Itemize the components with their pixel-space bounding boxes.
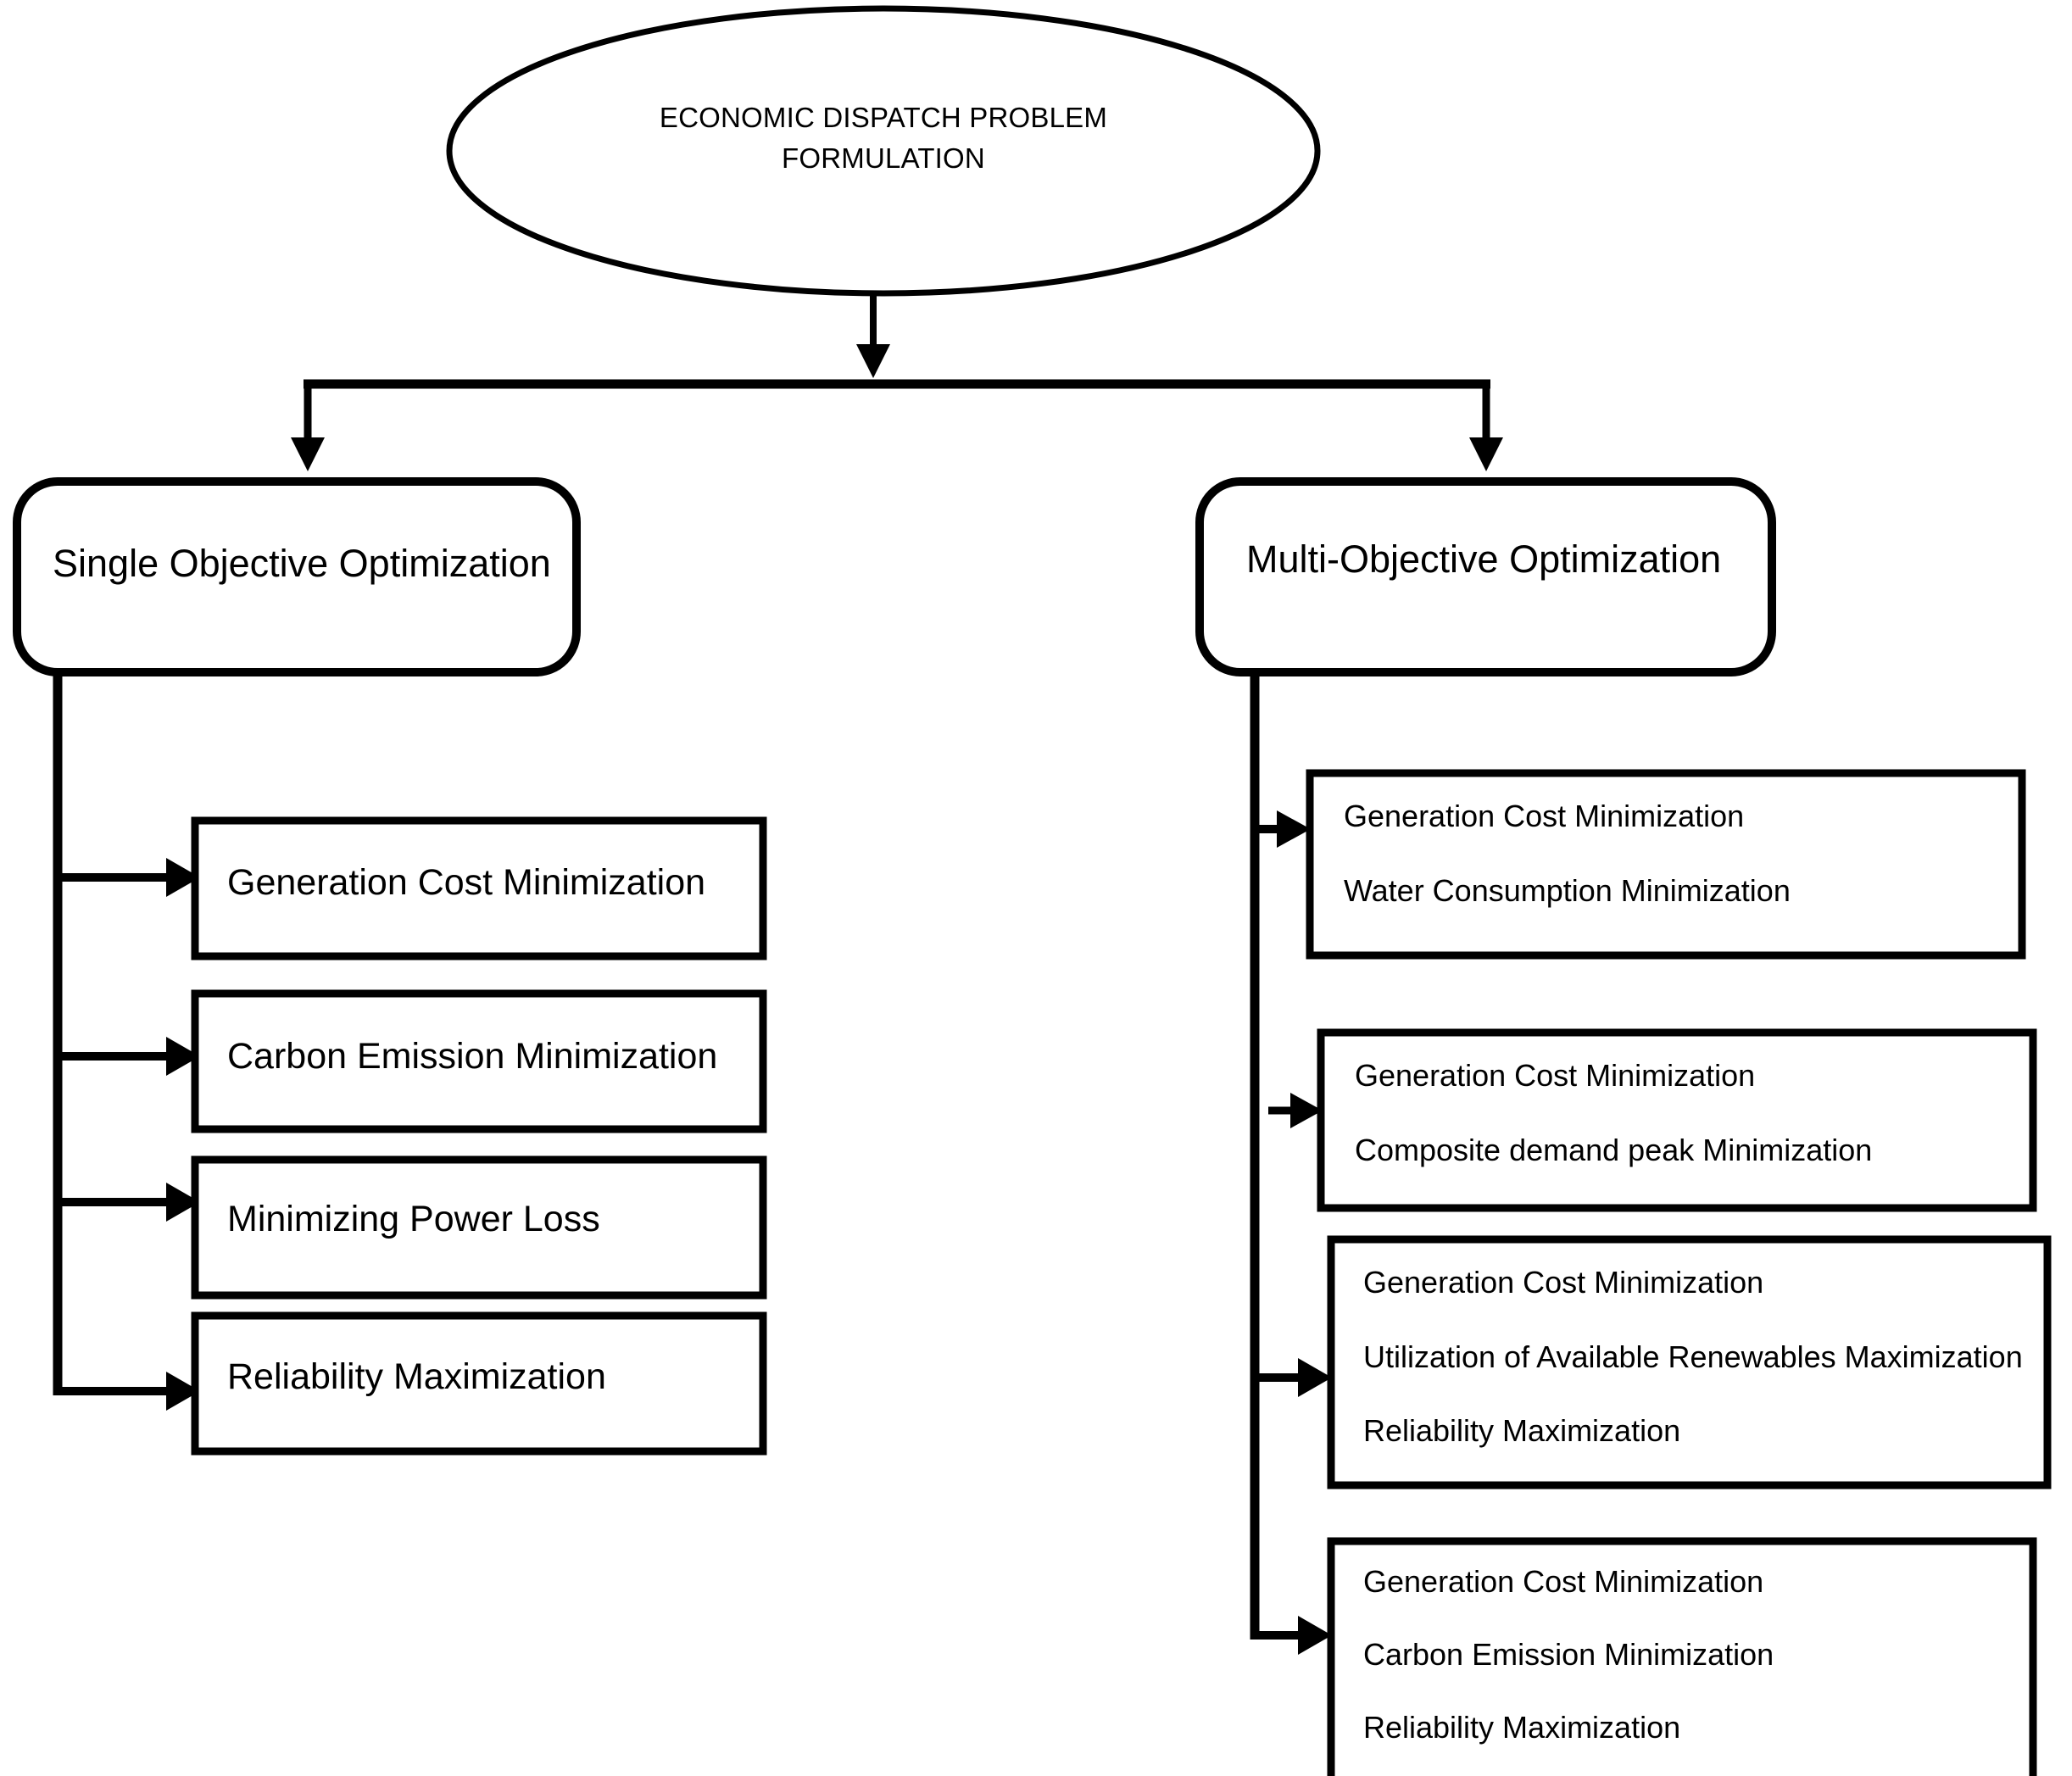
group-3-line-1: Generation Cost Minimization	[1363, 1265, 1763, 1300]
group-4-line-3: Reliability Maximization	[1363, 1710, 1680, 1745]
branch-box-single-objective[interactable]	[13, 477, 581, 676]
group-3-line-3: Reliability Maximization	[1363, 1413, 1680, 1448]
branch-label-single-objective: Single Objective Optimization	[53, 542, 551, 585]
leaf-label-single-2: Carbon Emission Minimization	[227, 1036, 717, 1077]
group-2-line-2: Composite demand peak Minimization	[1355, 1133, 1872, 1167]
right-arrow-1-head	[1277, 810, 1311, 848]
group-4-line-2: Carbon Emission Minimization	[1363, 1637, 1774, 1672]
group-3-line-2: Utilization of Available Renewables Maxi…	[1363, 1339, 2023, 1374]
group-2-line-1: Generation Cost Minimization	[1355, 1058, 1755, 1093]
left-arrow-2-head	[166, 1037, 200, 1076]
branch-label-multi-objective: Multi-Objective Optimization	[1246, 537, 1721, 581]
left-arrow-3-head	[166, 1183, 200, 1222]
leaf-label-single-4: Reliability Maximization	[227, 1356, 606, 1397]
right-arrow-4-head	[1298, 1616, 1332, 1655]
group-1-line-2: Water Consumption Minimization	[1344, 873, 1791, 908]
leaf-box-single-3[interactable]	[191, 1155, 767, 1300]
group-1-line-1: Generation Cost Minimization	[1344, 799, 1744, 833]
leaf-label-single-3: Minimizing Power Loss	[227, 1199, 600, 1239]
group-box-multi-1[interactable]	[1306, 769, 2026, 960]
root-node-label-line2: FORMULATION	[782, 142, 985, 174]
root-node-label-line1: ECONOMIC DISPATCH PROBLEM	[660, 102, 1107, 133]
group-box-multi-4[interactable]	[1327, 1537, 2037, 1776]
leaf-box-single-4[interactable]	[191, 1311, 767, 1456]
root-down-arrowhead	[856, 344, 890, 378]
leaf-box-single-1[interactable]	[191, 816, 767, 960]
leaf-label-single-1: Generation Cost Minimization	[227, 862, 705, 903]
right-arrow-2-head	[1290, 1093, 1323, 1128]
left-arrow-4-head	[166, 1372, 200, 1411]
leaf-box-single-2[interactable]	[191, 989, 767, 1133]
group-box-multi-2[interactable]	[1317, 1028, 2037, 1212]
left-arrow-1-head	[166, 858, 200, 897]
right-arrow-3-head	[1298, 1358, 1332, 1397]
group-4-line-1: Generation Cost Minimization	[1363, 1564, 1763, 1599]
left-branch-arrowhead	[291, 437, 325, 471]
right-branch-arrowhead	[1469, 437, 1503, 471]
branch-box-multi-objective[interactable]	[1195, 477, 1776, 676]
group-box-multi-3[interactable]	[1327, 1235, 2052, 1489]
root-node-ellipse	[446, 5, 1321, 297]
